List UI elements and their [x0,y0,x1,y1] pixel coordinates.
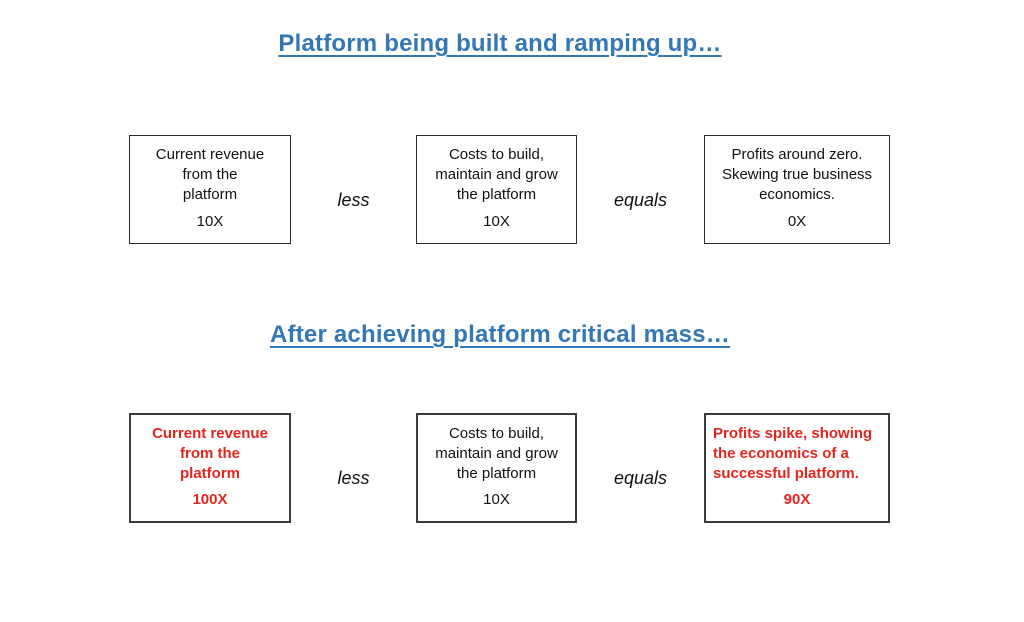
box-profits-ramping-value: 0X [787,213,807,230]
box-profits-ramping-text: Profits around zero. Skewing true busine… [721,146,873,203]
box-profits-ramping: Profits around zero. Skewing true busine… [704,135,890,244]
box-costs-ramping-text: Costs to build, maintain and grow the pl… [435,146,558,203]
box-revenue-critical-mass-value: 100X [192,491,228,508]
box-revenue-ramping-text: Current revenue from the platform [155,146,265,203]
operator-equals-1: equals [613,190,668,210]
section-2-heading: After achieving platform critical mass… [270,321,730,348]
box-costs-ramping-value: 10X [483,213,510,230]
box-revenue-ramping: Current revenue from the platform 10X [129,135,291,244]
box-costs-ramping: Costs to build, maintain and grow the pl… [416,135,577,244]
operator-less-2: less [337,468,370,488]
operator-less-1: less [337,190,370,210]
box-costs-critical-mass-text: Costs to build, maintain and grow the pl… [435,425,558,482]
box-revenue-critical-mass: Current revenue from the platform 100X [129,413,291,523]
box-revenue-critical-mass-text: Current revenue from the platform [152,425,268,482]
section-1-heading: Platform being built and ramping up… [278,30,722,57]
box-profits-critical-mass-text: Profits spike, showing the economics of … [713,425,873,482]
box-profits-critical-mass-value: 90X [783,491,811,508]
box-profits-critical-mass: Profits spike, showing the economics of … [704,413,890,523]
box-costs-critical-mass: Costs to build, maintain and grow the pl… [416,413,577,523]
box-costs-critical-mass-value: 10X [483,491,510,508]
operator-equals-2: equals [613,468,668,488]
box-revenue-ramping-value: 10X [196,213,224,230]
